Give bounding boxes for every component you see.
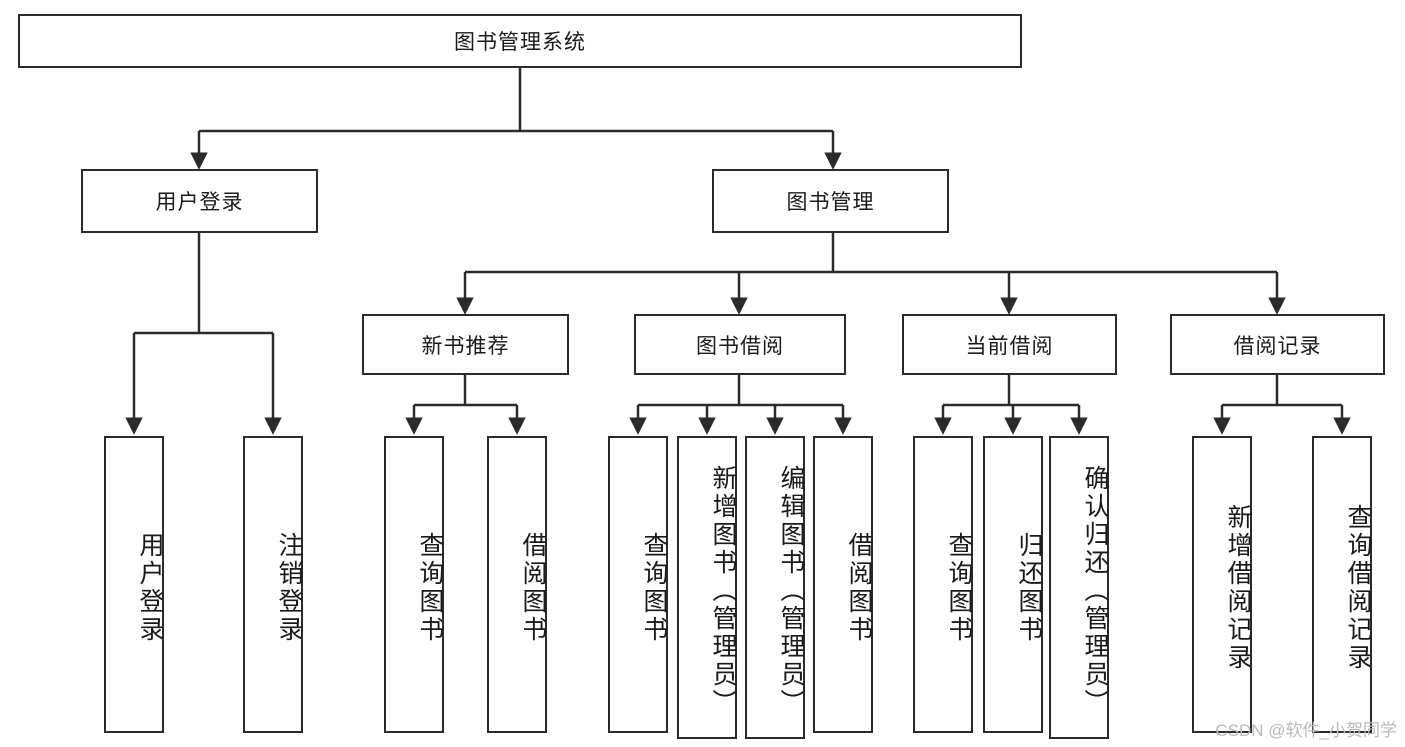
node-leaf-query-book-recommend[interactable]: 查询图书	[384, 436, 444, 733]
node-leaf-add-borrow-record[interactable]: 新增借阅记录	[1192, 436, 1252, 733]
node-book-borrow[interactable]: 图书借阅	[634, 314, 846, 375]
node-root-system[interactable]: 图书管理系统	[18, 14, 1022, 68]
node-leaf-logout-login[interactable]: 注销登录	[243, 436, 303, 733]
node-borrow-record[interactable]: 借阅记录	[1170, 314, 1385, 375]
node-leaf-borrow-book-recommend[interactable]: 借阅图书	[487, 436, 547, 733]
node-current-borrow[interactable]: 当前借阅	[902, 314, 1117, 375]
node-leaf-borrow-book[interactable]: 借阅图书	[813, 436, 873, 733]
node-leaf-query-book-current[interactable]: 查询图书	[913, 436, 973, 733]
node-user-login[interactable]: 用户登录	[81, 169, 318, 233]
node-book-manage[interactable]: 图书管理	[712, 169, 949, 233]
node-leaf-confirm-return-admin[interactable]: 确认归还（管理员）	[1049, 436, 1109, 739]
node-new-book-recommend[interactable]: 新书推荐	[362, 314, 569, 375]
node-leaf-return-book[interactable]: 归还图书	[983, 436, 1043, 733]
node-leaf-add-book-admin[interactable]: 新增图书（管理员）	[677, 436, 737, 739]
node-leaf-edit-book-admin[interactable]: 编辑图书（管理员）	[745, 436, 805, 739]
node-leaf-query-borrow-record[interactable]: 查询借阅记录	[1312, 436, 1372, 733]
node-leaf-query-book-borrow[interactable]: 查询图书	[608, 436, 668, 733]
node-leaf-user-login[interactable]: 用户登录	[104, 436, 164, 733]
